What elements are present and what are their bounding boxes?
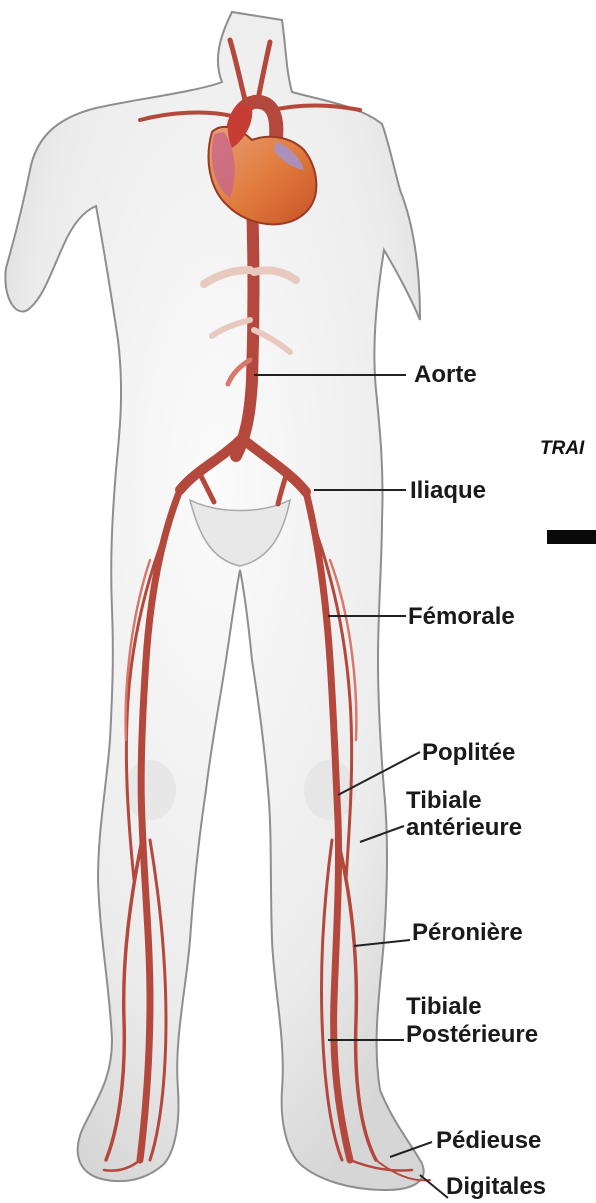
label-tibiale-posterieure-line2: Postérieure (406, 1022, 538, 1048)
black-bar (547, 530, 596, 544)
label-digitales: Digitales (446, 1174, 546, 1200)
label-peroniere: Péronière (412, 920, 523, 946)
label-aorte: Aorte (414, 362, 477, 388)
label-tibiale-posterieure-line1: Tibiale (406, 994, 482, 1020)
label-poplitee: Poplitée (422, 740, 515, 766)
leader-digitales (420, 1175, 448, 1198)
label-tibiale-anterieure-line2: antérieure (406, 815, 522, 841)
label-tibiale-anterieure-line1: Tibiale (406, 788, 482, 814)
cut-off-text: TRAI (540, 438, 584, 460)
label-iliaque: Iliaque (410, 478, 486, 504)
label-femorale: Fémorale (408, 604, 515, 630)
label-pedieuse: Pédieuse (436, 1128, 541, 1154)
